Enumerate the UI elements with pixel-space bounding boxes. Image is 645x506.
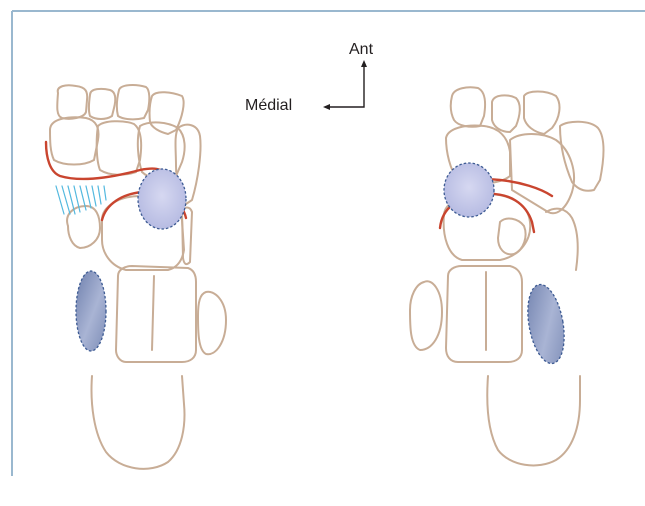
- left-lateral-bone: [198, 292, 226, 354]
- left-lesion-dark: [76, 271, 106, 351]
- left-foot: [50, 85, 226, 469]
- left-talus-ridge: [152, 276, 154, 350]
- left-phalanx-3: [117, 85, 149, 119]
- left-lesion-light: [138, 169, 186, 229]
- left-cuboid: [182, 208, 192, 265]
- right-phalanx-2: [492, 95, 520, 132]
- medial-label: Médial: [245, 97, 292, 115]
- right-talus: [446, 266, 522, 362]
- right-foot: [410, 87, 604, 465]
- right-calcaneus: [487, 376, 580, 465]
- left-phalanx-1: [57, 85, 87, 118]
- right-phalanx-3: [524, 92, 559, 135]
- right-lesion-dark: [522, 282, 569, 367]
- left-calcaneus: [92, 376, 185, 469]
- left-phalanx-2: [89, 89, 115, 119]
- left-metatarsal-2: [97, 121, 141, 175]
- right-metatarsal-3: [546, 209, 578, 270]
- right-phalanx-1: [451, 87, 485, 126]
- anterior-label: Ant: [349, 41, 373, 59]
- left-talus: [116, 266, 196, 362]
- left-hatch-marks: [56, 186, 106, 214]
- left-cuneiform: [67, 206, 100, 248]
- right-phalanx-4: [560, 122, 604, 191]
- right-lateral-bone: [410, 281, 442, 350]
- right-cuboid: [498, 219, 526, 255]
- orientation-arrow-icon: [323, 60, 367, 110]
- left-metatarsal-1: [50, 117, 99, 164]
- right-lesion-light: [444, 163, 494, 217]
- right-metatarsal-2: [510, 134, 574, 213]
